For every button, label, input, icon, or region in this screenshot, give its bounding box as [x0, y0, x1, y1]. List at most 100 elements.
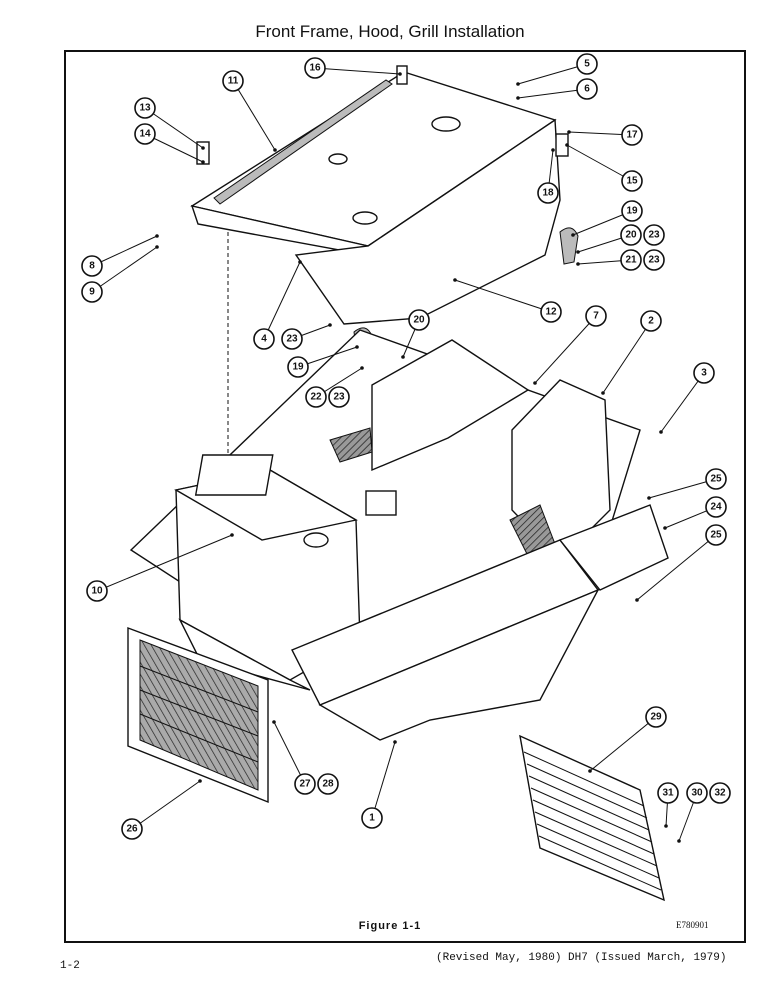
callout-number: 29	[650, 712, 662, 723]
leader-tip-c27	[272, 720, 276, 724]
callout-number: 2	[648, 316, 654, 327]
leader-line-c5	[517, 63, 588, 85]
callout-c27: 27	[294, 773, 316, 795]
callout-c30: 30	[686, 782, 708, 804]
callout-circle	[576, 53, 598, 75]
figure-caption: Figure 1-1	[358, 920, 422, 932]
leader-tip-c9	[155, 245, 159, 249]
callout-circle	[86, 580, 108, 602]
callout-c12: 12	[540, 301, 562, 323]
tower-hole	[303, 532, 329, 548]
callout-c31: 31	[657, 782, 679, 804]
callout-c13: 13	[134, 97, 156, 119]
callout-number: 25	[710, 474, 722, 485]
callout-circle	[222, 70, 244, 92]
callout-c22: 22	[305, 386, 327, 408]
side-plate-24	[558, 504, 669, 591]
callout-number: 9	[89, 287, 95, 298]
leader-line-c8	[91, 235, 158, 267]
leader-tip-c19a	[571, 233, 575, 237]
callout-number: 23	[333, 392, 345, 403]
callout-circle	[121, 818, 143, 840]
callout-c24: 24	[705, 496, 727, 518]
callout-c26: 26	[121, 818, 143, 840]
callout-c16: 16	[304, 57, 326, 79]
bracket-16	[396, 65, 408, 85]
drawing-code: E780901	[676, 920, 709, 930]
callout-c15: 15	[621, 170, 643, 192]
callout-c23a: 23	[643, 224, 665, 246]
leader-tip-c21	[576, 262, 580, 266]
leader-tip-c16	[398, 72, 402, 76]
callout-number: 16	[309, 63, 321, 74]
page-number: 1-2	[60, 960, 80, 972]
callout-number: 25	[710, 530, 722, 541]
callout-c3: 3	[693, 362, 715, 384]
leader-tip-c3	[659, 430, 663, 434]
callout-c19b: 19	[287, 356, 309, 378]
callout-c23d: 23	[328, 386, 350, 408]
callout-circle	[576, 78, 598, 100]
leader-line-c3	[660, 372, 705, 433]
callout-number: 21	[625, 255, 637, 266]
callout-circle	[657, 782, 679, 804]
callout-circle	[304, 57, 326, 79]
figure-frame	[64, 50, 746, 943]
callout-circle	[134, 97, 156, 119]
callout-circle	[705, 524, 727, 546]
callout-c29: 29	[645, 706, 667, 728]
bracket-13	[196, 141, 210, 165]
frame-left-bottom	[178, 618, 311, 691]
mesh-panel	[329, 427, 373, 463]
callout-circle	[281, 328, 303, 350]
callout-number: 6	[584, 84, 590, 95]
callout-circle	[705, 496, 727, 518]
callout-circle	[686, 782, 708, 804]
leader-line-c12	[454, 279, 552, 313]
leader-line-c25a	[648, 478, 717, 499]
callout-circle	[621, 124, 643, 146]
screen-panel	[519, 734, 665, 902]
callout-number: 3	[701, 368, 707, 379]
callout-number: 13	[139, 103, 151, 114]
callout-c9: 9	[81, 281, 103, 303]
callout-circle	[640, 310, 662, 332]
callout-c11: 11	[222, 70, 244, 92]
frame-inner-box	[194, 454, 274, 496]
leader-tip-c11	[273, 148, 277, 152]
callout-circle	[705, 468, 727, 490]
hood-hole	[352, 211, 378, 225]
callout-number: 23	[648, 230, 660, 241]
front-frame	[129, 329, 669, 741]
leader-tip-c20b	[401, 355, 405, 359]
leader-tip-c14	[201, 160, 205, 164]
hinge-strip	[213, 79, 393, 205]
callout-c17: 17	[621, 124, 643, 146]
callout-circle	[81, 281, 103, 303]
callout-circle	[253, 328, 275, 350]
callout-number: 30	[691, 788, 703, 799]
callout-c14: 14	[134, 123, 156, 145]
frame-center-wall	[371, 339, 530, 472]
leader-line-c11	[232, 80, 276, 151]
callout-circle	[134, 123, 156, 145]
callout-circle	[645, 706, 667, 728]
leader-line-c1	[371, 741, 396, 819]
callout-number: 24	[710, 502, 722, 513]
callout-circle	[621, 200, 643, 222]
leader-tip-c22	[360, 366, 364, 370]
callout-c25b: 25	[705, 524, 727, 546]
hood-hole	[431, 116, 461, 132]
leader-line-c2	[602, 320, 652, 394]
leader-line-c4	[263, 261, 301, 340]
leader-line-c25b	[636, 534, 717, 601]
leader-tip-c19b	[355, 345, 359, 349]
callout-c4: 4	[253, 328, 275, 350]
leader-tip-c15	[565, 143, 569, 147]
callout-c23b: 23	[643, 249, 665, 271]
callout-number: 19	[626, 206, 638, 217]
callout-number: 14	[139, 129, 151, 140]
callout-number: 1	[369, 813, 375, 824]
callout-number: 31	[662, 788, 674, 799]
callout-c20b: 20	[408, 309, 430, 331]
